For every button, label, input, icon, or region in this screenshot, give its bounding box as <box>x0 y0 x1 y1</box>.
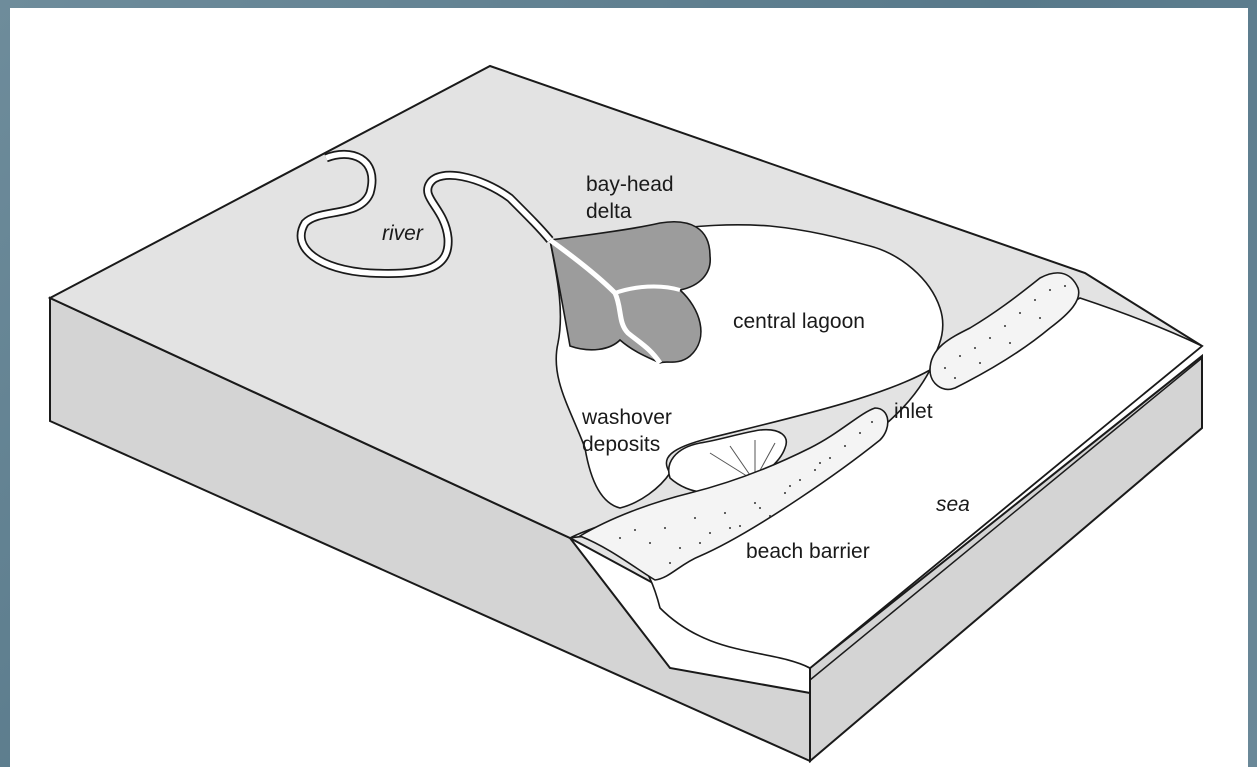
label-washover-line2: deposits <box>582 433 660 456</box>
label-bay-head-delta-line1: bay-head <box>586 173 674 196</box>
label-washover-line1: washover <box>581 406 672 429</box>
diagram-panel: river bay-head delta central lagoon wash… <box>10 8 1248 767</box>
label-bay-head-delta-line2: delta <box>586 200 632 223</box>
label-sea: sea <box>936 493 970 516</box>
label-beach-barrier: beach barrier <box>746 540 870 563</box>
lagoon-block-diagram: river bay-head delta central lagoon wash… <box>10 8 1248 767</box>
label-central-lagoon: central lagoon <box>733 310 865 333</box>
label-inlet: inlet <box>894 400 933 423</box>
label-river: river <box>382 222 424 245</box>
